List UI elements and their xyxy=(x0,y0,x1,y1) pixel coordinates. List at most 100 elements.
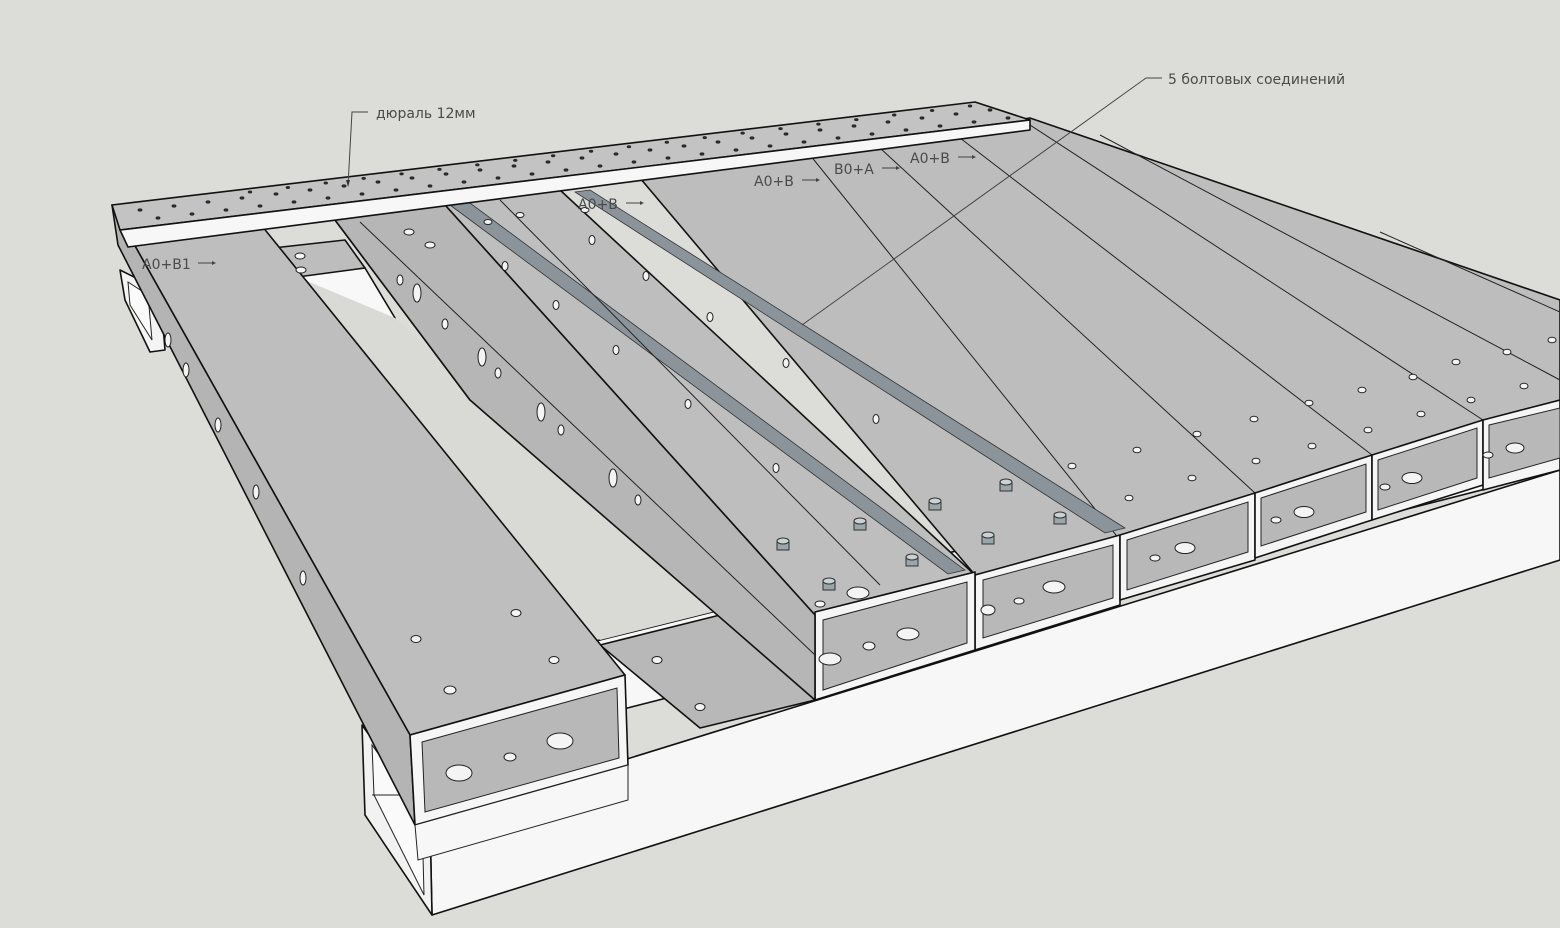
hole xyxy=(967,104,973,108)
hole xyxy=(1505,442,1525,454)
hole xyxy=(445,764,473,782)
hole xyxy=(642,271,650,281)
hole xyxy=(1408,373,1418,381)
beam-label-text-2: A0+B xyxy=(578,197,618,213)
hole xyxy=(441,318,449,330)
hole xyxy=(740,131,745,135)
hole xyxy=(854,118,859,122)
hole xyxy=(1547,336,1557,344)
hole xyxy=(885,120,891,124)
beam-label-5: A0+B xyxy=(910,151,976,167)
hole xyxy=(477,347,487,367)
hole xyxy=(814,600,826,608)
hole xyxy=(1307,442,1317,450)
hole xyxy=(1519,382,1529,390)
bolts-leader xyxy=(801,77,1162,326)
hole xyxy=(511,164,517,168)
hole xyxy=(892,113,897,117)
hole xyxy=(1401,472,1423,484)
hole xyxy=(702,136,707,140)
hole xyxy=(782,358,790,368)
hole xyxy=(801,140,807,144)
hole xyxy=(817,128,823,132)
beam-label-1: A0+B1 xyxy=(142,257,216,273)
left-beam xyxy=(111,204,629,861)
hole xyxy=(1416,410,1426,418)
hole xyxy=(612,345,620,355)
hole xyxy=(273,192,279,196)
plate-front xyxy=(119,119,1031,248)
hole xyxy=(214,417,222,433)
hole xyxy=(223,208,229,212)
bolt-head xyxy=(928,497,942,511)
hole xyxy=(597,164,603,168)
hole xyxy=(137,208,143,212)
hole xyxy=(164,332,172,348)
hole xyxy=(1005,116,1011,120)
hole xyxy=(588,149,594,153)
hole xyxy=(1304,399,1314,407)
hole xyxy=(483,219,493,225)
hole xyxy=(501,261,509,271)
hole xyxy=(299,570,307,586)
beam-label-3: A0+B xyxy=(754,174,820,190)
hole xyxy=(515,212,525,218)
hole xyxy=(1293,506,1315,518)
hole xyxy=(767,144,773,148)
hole xyxy=(626,145,632,149)
hole xyxy=(778,127,783,131)
plate-label: дюраль 12мм xyxy=(376,106,476,122)
hole xyxy=(257,204,263,208)
plate-callout: дюраль 12мм xyxy=(346,106,476,187)
hole xyxy=(427,184,433,188)
bolt-heads xyxy=(776,478,1067,591)
hole xyxy=(424,241,436,249)
hole xyxy=(919,116,925,120)
hole xyxy=(1132,446,1142,454)
hole xyxy=(545,160,551,164)
hole xyxy=(1174,542,1196,554)
hole xyxy=(399,172,404,176)
hole xyxy=(980,604,996,616)
hole xyxy=(1067,462,1077,470)
hole xyxy=(171,204,177,208)
hole xyxy=(291,200,297,204)
hole xyxy=(359,192,365,196)
hole xyxy=(903,128,909,132)
hole xyxy=(563,168,569,172)
center-beam xyxy=(444,189,1127,701)
hole xyxy=(1249,415,1259,423)
hole xyxy=(325,196,331,200)
hole xyxy=(706,312,714,322)
hole xyxy=(155,216,161,220)
hole xyxy=(1270,516,1282,524)
inner-left-beam xyxy=(334,204,816,701)
beam-label-text-3: A0+B xyxy=(754,174,794,190)
bolts-label: 5 болтовых соединений xyxy=(1168,72,1345,88)
hole xyxy=(772,463,780,473)
hole xyxy=(409,176,415,180)
hole xyxy=(1042,580,1066,594)
bolt-head xyxy=(905,553,919,567)
center-beam-slot-2 xyxy=(573,189,1127,534)
hole xyxy=(846,586,870,600)
hole xyxy=(410,635,422,643)
hole xyxy=(681,144,687,148)
hole xyxy=(818,652,842,666)
left-beam-end-inner xyxy=(421,687,620,813)
plate-leader-arrow xyxy=(346,180,350,187)
hole xyxy=(937,124,943,128)
beam-label-text-1: A0+B1 xyxy=(142,257,191,273)
hole xyxy=(189,212,195,216)
hole xyxy=(529,172,535,176)
hole xyxy=(361,176,366,180)
hole xyxy=(613,152,619,156)
hole xyxy=(694,703,706,711)
hole xyxy=(715,140,721,144)
hole xyxy=(475,163,480,167)
hole xyxy=(684,399,692,409)
hole xyxy=(548,656,560,664)
center-beam-end-inner xyxy=(822,581,968,691)
hole xyxy=(816,122,821,126)
